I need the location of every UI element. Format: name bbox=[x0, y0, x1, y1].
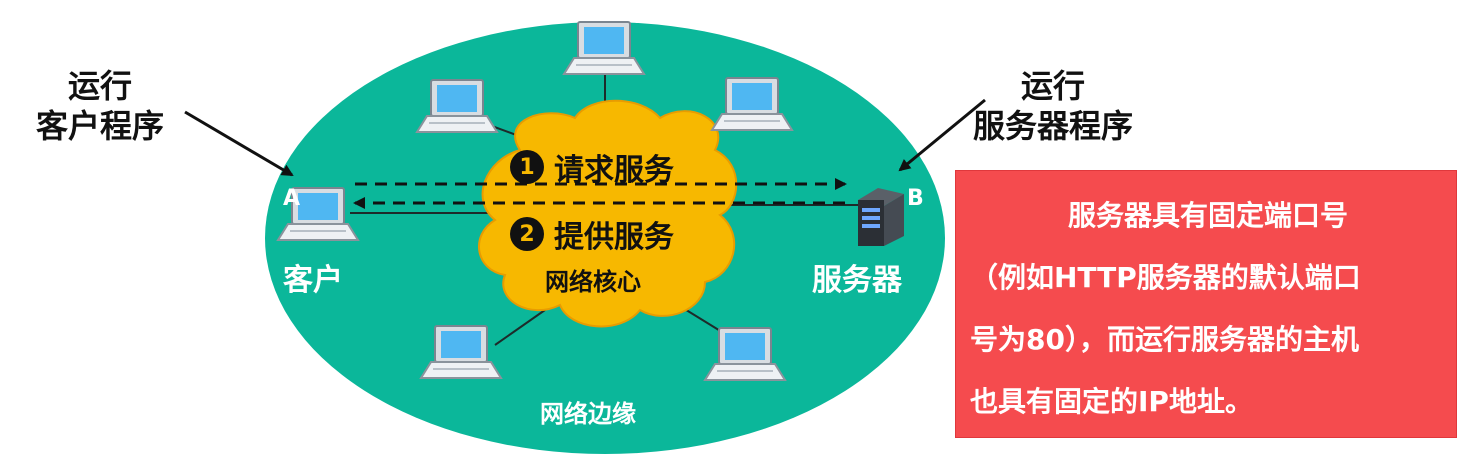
network-core-cloud bbox=[478, 99, 738, 328]
client-label: 客户 bbox=[283, 263, 343, 298]
server-label: 服务器 bbox=[812, 263, 902, 298]
step-number-badge: 2 bbox=[510, 217, 544, 251]
server-letter: B bbox=[907, 186, 924, 211]
note-line: 也具有固定的IP地址。 bbox=[970, 385, 1253, 418]
note-line: 号为80），而运行服务器的主机 bbox=[970, 323, 1359, 356]
server-program-label: 运行 服务器程序 bbox=[972, 67, 1133, 145]
note-box: 服务器具有固定端口号 （例如HTTP服务器的默认端口 号为80），而运行服务器的… bbox=[955, 170, 1457, 438]
step-request-label: 请求服务 bbox=[554, 153, 674, 188]
step-response: 2 提供服务 bbox=[510, 212, 674, 256]
server-pointer-arrow bbox=[898, 98, 986, 172]
note-line: （例如HTTP服务器的默认端口 bbox=[970, 261, 1361, 294]
server-tower-icon bbox=[858, 188, 904, 246]
step-response-label: 提供服务 bbox=[554, 220, 674, 255]
client-program-label: 运行 客户程序 bbox=[35, 67, 164, 145]
client-letter: A bbox=[283, 186, 301, 211]
step-request: 1 请求服务 bbox=[510, 145, 674, 189]
client-pointer-arrow bbox=[184, 110, 294, 177]
network-core-label: 网络核心 bbox=[545, 268, 641, 296]
note-line: 服务器具有固定端口号 bbox=[1067, 199, 1348, 232]
step-number-badge: 1 bbox=[510, 150, 544, 184]
network-edge-label: 网络边缘 bbox=[540, 400, 636, 428]
